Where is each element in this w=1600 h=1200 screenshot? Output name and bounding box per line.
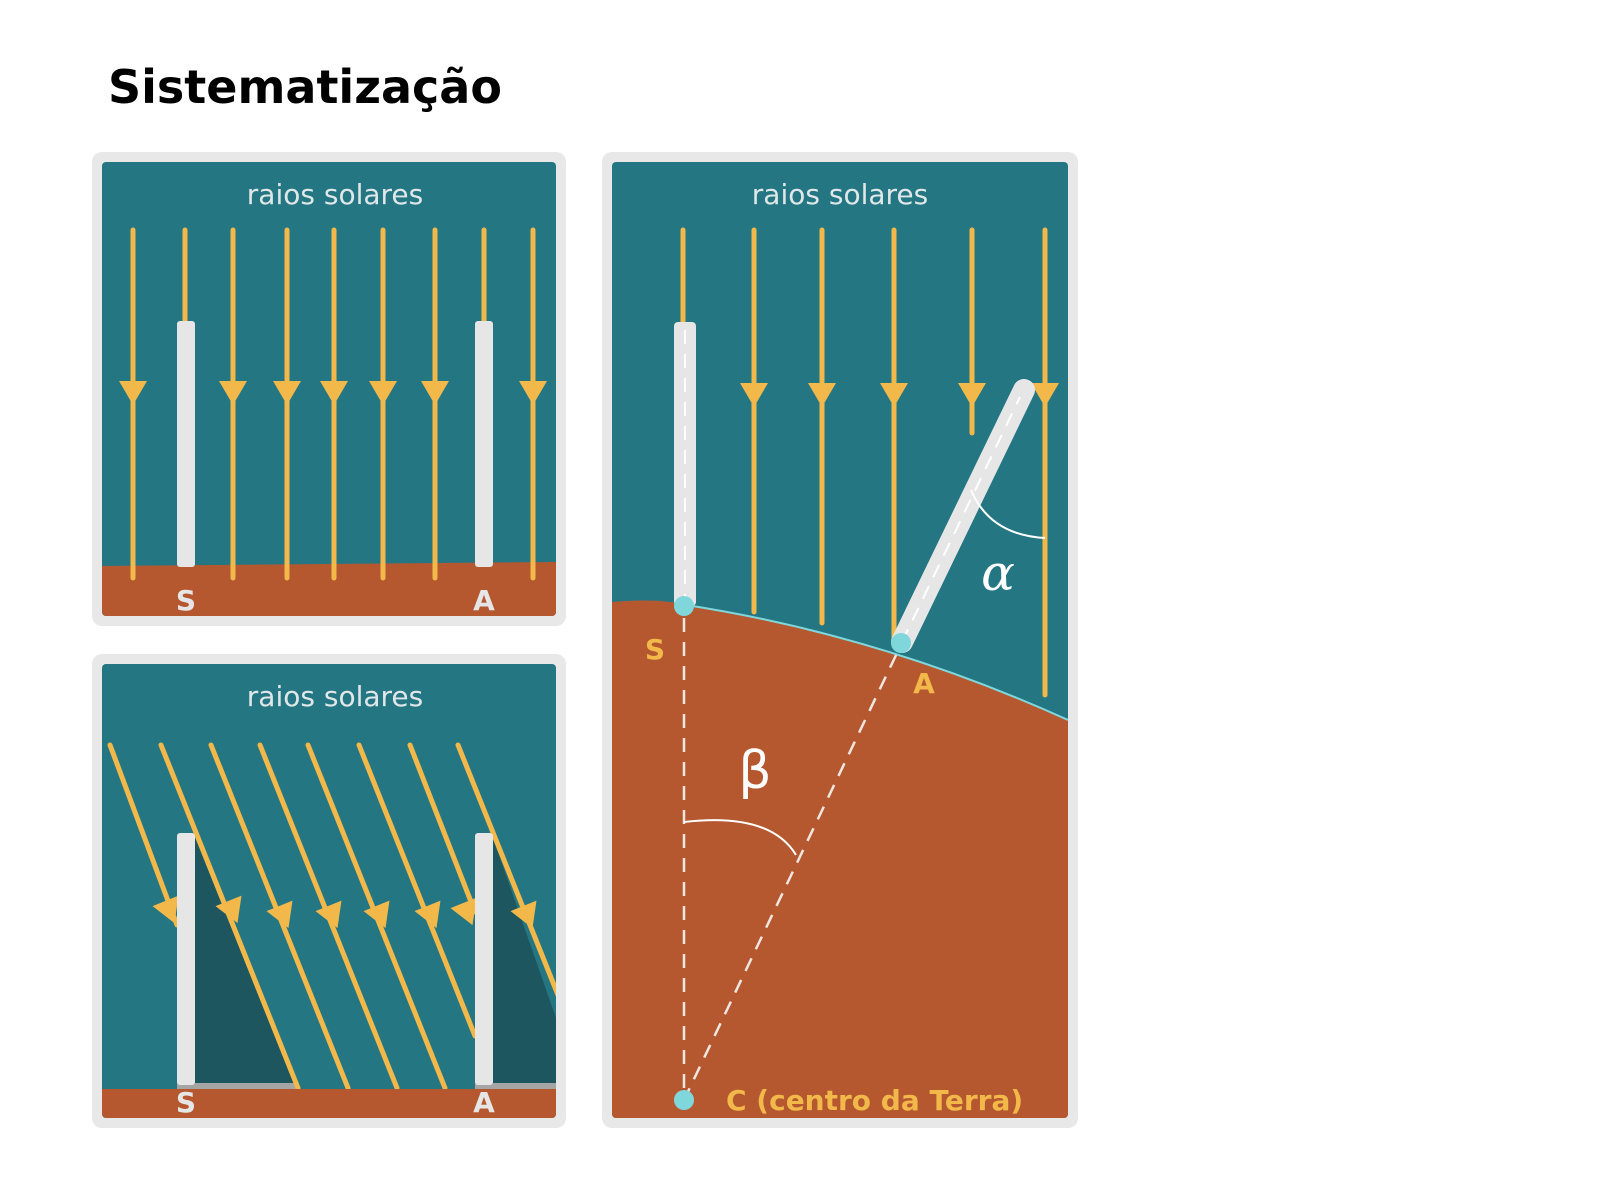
panel-heading: raios solares bbox=[247, 680, 423, 713]
panel-oblique-rays: raios solares S A bbox=[92, 654, 566, 1128]
shadow-line-s bbox=[177, 1083, 296, 1089]
beta-arc bbox=[683, 819, 797, 856]
label-a: A bbox=[473, 1086, 495, 1119]
label-s: S bbox=[176, 584, 196, 617]
panel-heading: raios solares bbox=[752, 178, 928, 211]
stick-a bbox=[475, 321, 493, 567]
stick-s bbox=[177, 833, 195, 1085]
stick-a bbox=[475, 833, 493, 1085]
point-a bbox=[891, 633, 911, 653]
earth-surface-line bbox=[685, 604, 1068, 721]
point-center bbox=[674, 1090, 694, 1110]
stick-a-axis bbox=[901, 396, 1021, 643]
ground bbox=[102, 562, 556, 616]
panel-vertical-rays: raios solares S A bbox=[92, 152, 566, 626]
stick-s bbox=[177, 321, 195, 567]
earth-ground bbox=[612, 600, 1068, 1118]
page-title: Sistematização bbox=[108, 60, 502, 114]
label-s: S bbox=[645, 633, 665, 666]
label-s: S bbox=[176, 1086, 196, 1119]
label-beta: β bbox=[738, 741, 771, 801]
shadow-a bbox=[493, 838, 556, 1088]
point-s bbox=[674, 596, 694, 616]
stick-a bbox=[891, 379, 1035, 653]
ground bbox=[102, 1089, 556, 1118]
label-a: A bbox=[473, 584, 495, 617]
shadow-line-a bbox=[475, 1083, 556, 1089]
panel-heading: raios solares bbox=[247, 178, 423, 211]
alpha-arc bbox=[970, 489, 1046, 539]
label-a: A bbox=[913, 667, 935, 700]
label-center: C (centro da Terra) bbox=[726, 1084, 1023, 1117]
label-alpha: α bbox=[981, 544, 1015, 602]
panel-earth-curvature: raios solares S A α β C (centro da Terra… bbox=[602, 152, 1078, 1128]
